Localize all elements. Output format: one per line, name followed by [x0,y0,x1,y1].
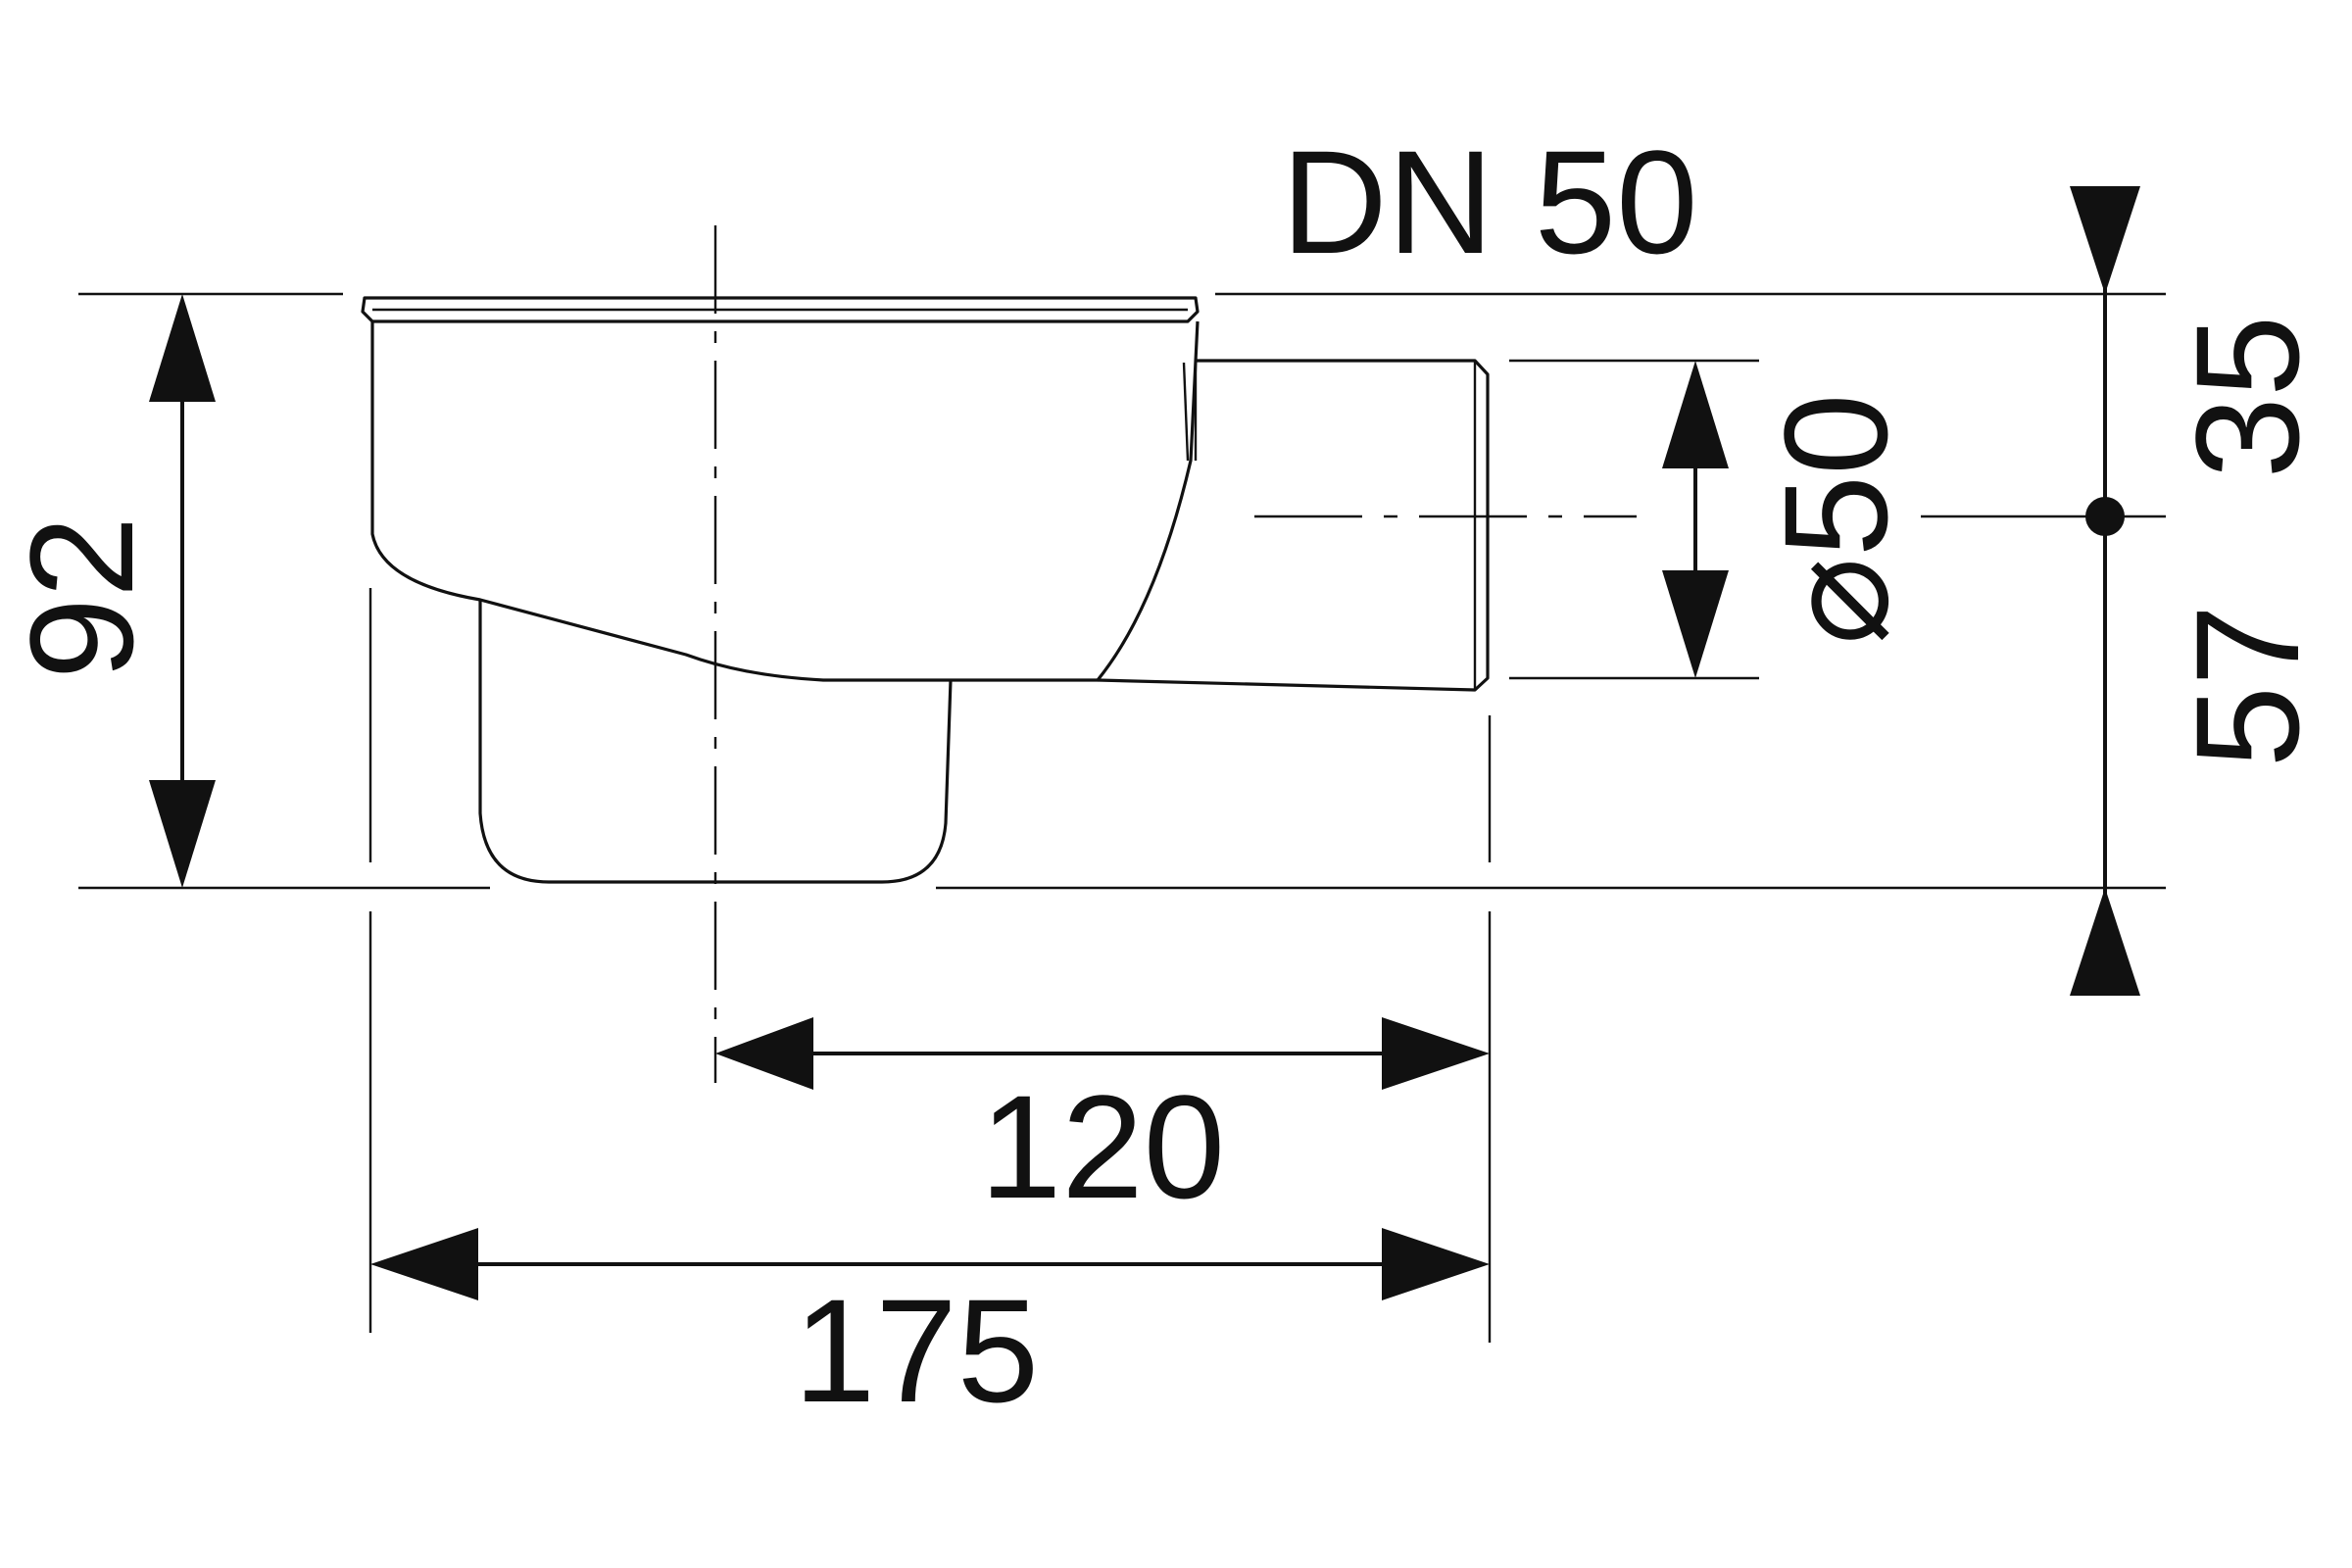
dimension-axis-to-outlet: 120 [715,1017,1490,1229]
arrow-down [2070,186,2140,294]
arrow-down [1662,570,1729,678]
dimension-label-120: 120 [980,1064,1225,1229]
outlet-pipe [1097,359,1490,692]
extension-lines [78,292,2166,1343]
arrow-up [149,294,216,402]
dimension-label-35: 35 [2165,316,2329,479]
dimension-overall-length: 175 [370,1228,1490,1433]
arrow-up [2070,888,2140,996]
dimension-label-92: 92 [0,516,164,680]
top-flange [361,296,1200,323]
arrow-left [370,1228,478,1300]
dimension-label-175: 175 [794,1268,1039,1433]
dimension-overall-height: 92 [0,294,216,888]
center-lines [713,225,2166,1083]
bowl-outline [370,320,1200,682]
dimension-outlet-diameter: ⌀50 [1662,361,1918,678]
drain-body [361,296,1490,884]
dimension-chain-right: 35 57 [2070,186,2329,996]
arrow-up [1662,361,1729,468]
sump-outline [478,600,953,884]
dimension-label-diameter-50: ⌀50 [1753,393,1918,645]
arrow-right [1382,1228,1490,1300]
arrow-down [149,780,216,888]
arrow-right [1382,1017,1490,1090]
nominal-size-label: DN 50 [1281,120,1697,284]
outlet-axis-dot [2085,497,2125,536]
arrow-left [715,1017,813,1090]
dimension-label-57: 57 [2165,605,2329,768]
